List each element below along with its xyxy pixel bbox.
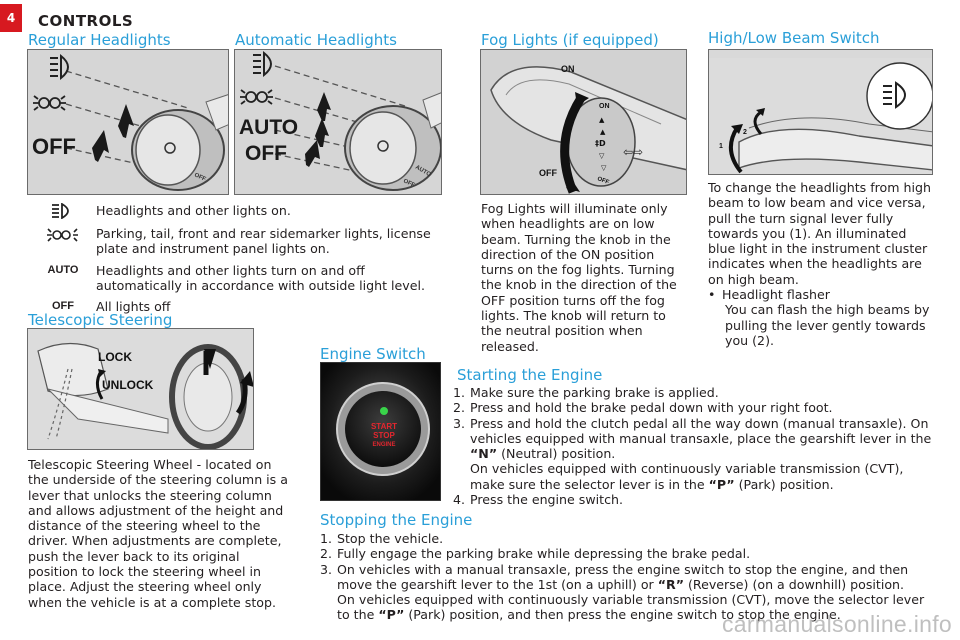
parking-lights-icon	[240, 89, 273, 105]
bullet-title: Headlight flasher	[722, 287, 830, 303]
legend-text: Parking, tail, front and rear sidemarker…	[96, 226, 431, 257]
off-label: OFF	[52, 300, 74, 313]
legend-row-auto: AUTO Headlights and other lights turn on…	[30, 263, 450, 294]
headlight-on-icon	[253, 50, 272, 78]
high-low-beam-text: To change the headlights from high beam …	[708, 180, 936, 348]
automatic-headlights-figure: AUTO OFF AUTO OFF	[234, 49, 442, 195]
start-button-line-1: START	[371, 422, 397, 431]
fog-lights-text: Fog Lights will illuminate only when hea…	[481, 201, 677, 354]
ready-indicator-light	[380, 407, 388, 415]
headlight-on-icon	[50, 53, 69, 81]
starting-engine-heading: Starting the Engine	[457, 366, 603, 384]
list-item: 1.Make sure the parking brake is applied…	[453, 385, 719, 400]
high-low-beam-heading: High/Low Beam Switch	[708, 29, 880, 47]
step-2-label: 2	[743, 129, 747, 136]
switch-on-label: ON	[599, 103, 610, 110]
section-title: CONTROLS	[38, 12, 134, 30]
stopping-engine-steps: 1.Stop the vehicle. 2.Fully engage the p…	[320, 531, 940, 623]
headlight-legend: Headlights and other lights on. Parking,…	[30, 203, 450, 314]
telescopic-steering-heading: Telescopic Steering	[28, 311, 173, 329]
svg-text:▽: ▽	[599, 152, 605, 160]
bullet-symbol: •	[708, 287, 716, 303]
engine-switch-figure: START STOP ENGINE	[320, 362, 441, 501]
svg-text:⇦⇨: ⇦⇨	[623, 145, 643, 159]
start-button-line-2: STOP	[373, 431, 395, 440]
switch-off-label: OFF	[193, 172, 207, 183]
automatic-headlights-heading: Automatic Headlights	[235, 31, 397, 49]
off-image-label: OFF	[539, 168, 557, 178]
regular-headlights-heading: Regular Headlights	[28, 31, 171, 49]
svg-text:▲: ▲	[599, 116, 605, 124]
high-beam-icon	[883, 81, 906, 109]
engine-switch-heading: Engine Switch	[320, 345, 426, 363]
high-low-beam-figure: 1 2	[708, 49, 933, 175]
regular-headlights-figure: OFF OFF	[27, 49, 229, 195]
unlock-image-label: UNLOCK	[102, 378, 154, 392]
parking-lights-icon	[33, 95, 66, 111]
legend-text: Headlights and other lights turn on and …	[96, 262, 425, 293]
off-image-label: OFF	[245, 142, 287, 165]
svg-text:▽: ▽	[601, 164, 607, 172]
page-number-tab: 4	[0, 4, 22, 32]
step-1-label: 1	[719, 143, 723, 150]
watermark: carmanualsonline.info	[721, 611, 952, 637]
lock-image-label: LOCK	[98, 350, 132, 364]
svg-text:▲: ▲	[600, 128, 606, 136]
legend-row-parking-lights: Parking, tail, front and rear sidemarker…	[30, 226, 450, 257]
auto-label: AUTO	[47, 263, 79, 276]
list-item: 2.Press and hold the brake pedal down wi…	[453, 400, 833, 416]
switch-off-label: OFF	[402, 178, 416, 189]
telescopic-steering-figure: LOCK UNLOCK	[27, 328, 254, 450]
off-image-label: OFF	[32, 134, 76, 159]
legend-row-off: OFF All lights off	[30, 299, 450, 314]
parking-lights-icon	[47, 228, 78, 242]
auto-image-label: AUTO	[239, 116, 298, 139]
high-low-beam-paragraph: To change the headlights from high beam …	[708, 180, 931, 287]
list-item: 1.Stop the vehicle.	[320, 531, 444, 546]
switch-off-label: OFF	[596, 176, 610, 186]
svg-text:‡D: ‡D	[595, 139, 606, 148]
legend-text: All lights off	[96, 299, 171, 315]
start-button-line-3: ENGINE	[372, 442, 395, 448]
on-image-label: ON	[561, 64, 575, 74]
headlight-on-icon	[52, 203, 69, 219]
list-item: 4.Press the engine switch.	[453, 492, 623, 508]
legend-row-headlights-on: Headlights and other lights on.	[30, 203, 450, 219]
fog-lights-heading: Fog Lights (if equipped)	[481, 31, 659, 49]
fog-lights-figure: ON OFF ON ▲ ▲ ‡D ▽ ▽ OFF ⇦⇨	[480, 49, 687, 195]
telescopic-steering-text: Telescopic Steering Wheel - located on t…	[28, 457, 288, 610]
list-item: 2.Fully engage the parking brake while d…	[320, 546, 751, 562]
headlight-flasher-bullet: • Headlight flasher	[708, 287, 936, 302]
legend-text: Headlights and other lights on.	[96, 203, 291, 218]
bullet-text: You can flash the high beams by pulling …	[725, 302, 930, 348]
starting-engine-steps: 1.Make sure the parking brake is applied…	[453, 385, 939, 507]
list-item: 3. Press and hold the clutch pedal all t…	[453, 415, 932, 492]
list-item: 3. On vehicles with a manual transaxle, …	[320, 561, 925, 623]
stopping-engine-heading: Stopping the Engine	[320, 511, 473, 529]
